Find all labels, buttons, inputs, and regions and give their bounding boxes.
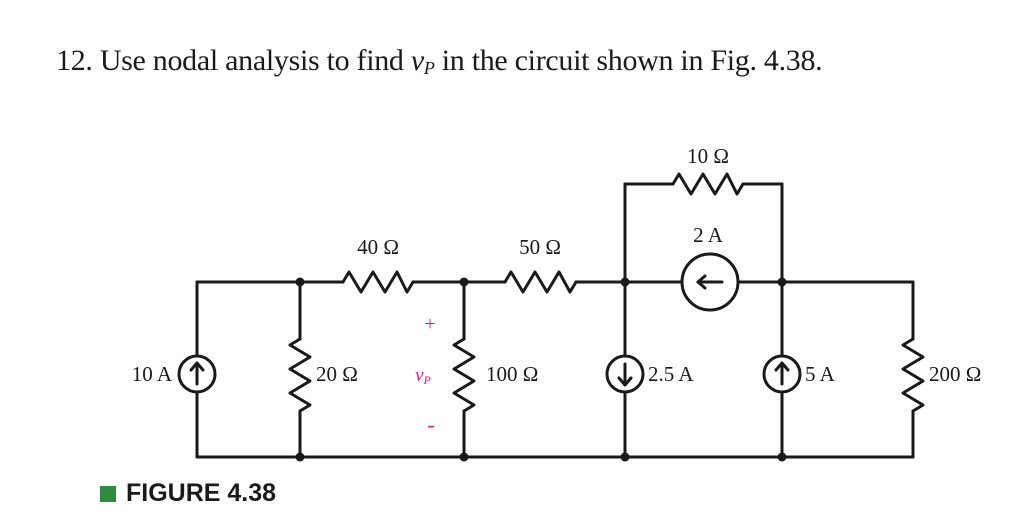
resistor-20-ohm (288, 337, 312, 413)
figure-caption: FIGURE 4.38 (100, 479, 276, 508)
problem-number: 12. (56, 44, 93, 77)
label-40-ohm: 40 Ω (357, 235, 399, 259)
label-2a: 2 A (693, 223, 724, 247)
wires (177, 172, 925, 459)
junction-dot (620, 452, 630, 462)
junction-dot (777, 277, 787, 287)
resistor-50-ohm (503, 270, 578, 294)
vp-plus: + (424, 313, 435, 335)
vp-minus: - (427, 412, 434, 437)
current-source-10a (177, 354, 217, 394)
label-200-ohm: 200 Ω (929, 362, 981, 386)
caption-label: FIGURE 4.38 (126, 479, 277, 507)
problem-text-after: in the circuit shown in Fig. 4.38. (441, 44, 823, 77)
problem-statement: 12. Use nodal analysis to find vP in the… (56, 44, 823, 79)
label-20-ohm: 20 Ω (316, 362, 358, 386)
current-source-5a (762, 354, 802, 394)
current-source-2-5a (605, 354, 645, 394)
resistor-200-ohm (901, 337, 925, 413)
label-100-ohm: 100 Ω (486, 362, 538, 386)
problem-text-before: Use nodal analysis to find (99, 44, 404, 77)
junction-dot (459, 277, 469, 287)
problem-variable: v (410, 44, 424, 77)
junction-dot (777, 452, 787, 462)
problem-variable-subscript: P (423, 58, 435, 78)
vp-var: v (415, 365, 424, 386)
resistor-40-ohm (341, 270, 415, 294)
junction-dot (459, 452, 469, 462)
junction-dot (620, 277, 630, 287)
vp-marker: + vP - (415, 313, 436, 437)
resistor-10-ohm (671, 172, 745, 196)
resistor-100-ohm (452, 337, 476, 413)
junction-dots (295, 277, 787, 462)
label-10-ohm: 10 Ω (687, 144, 729, 168)
label-2-5a: 2.5 A (648, 362, 694, 386)
label-5a: 5 A (805, 362, 836, 386)
vp-sub: P (423, 373, 432, 387)
junction-dot (295, 277, 305, 287)
junction-dot (295, 452, 305, 462)
caption-square-icon (100, 485, 116, 502)
label-10a: 10 A (132, 362, 173, 386)
label-50-ohm: 50 Ω (519, 235, 561, 259)
vp-label: vP (415, 365, 431, 387)
